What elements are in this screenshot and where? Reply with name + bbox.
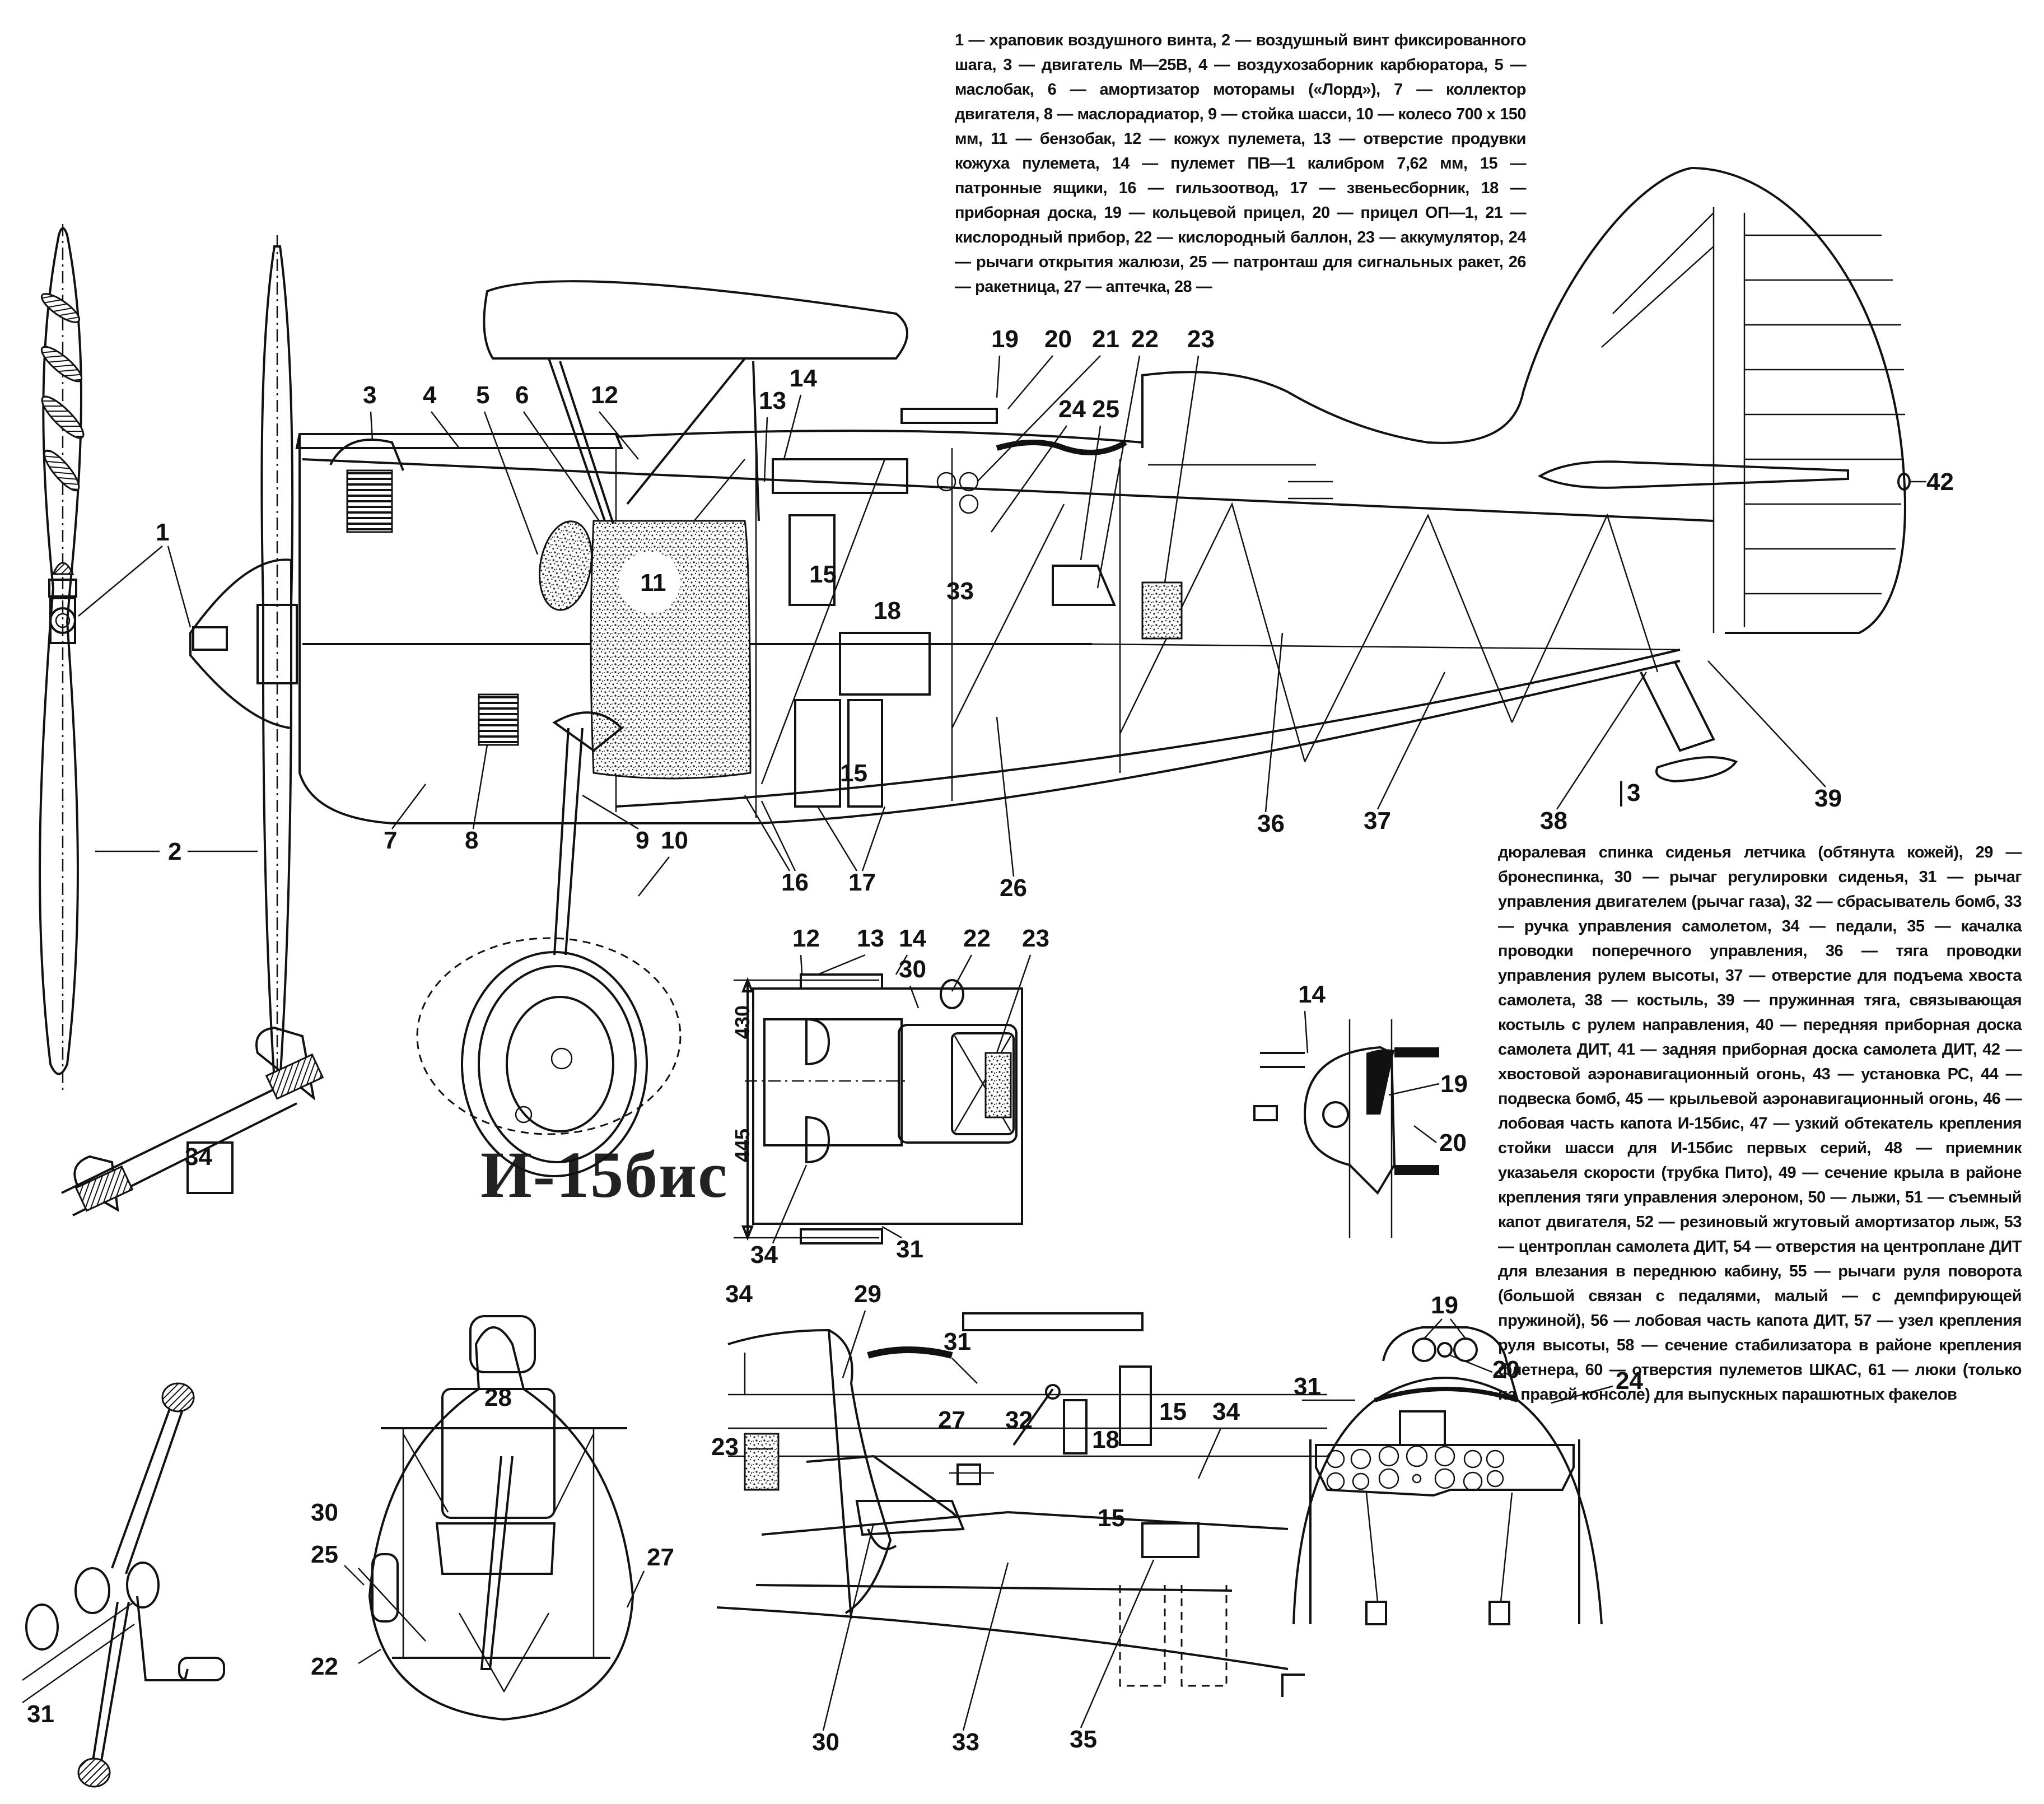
callout-11: 11: [640, 569, 666, 596]
seat-callout-30: 30: [311, 1499, 338, 1526]
throttle-callout-31: 31: [27, 1700, 54, 1728]
side-view-propeller: [189, 235, 298, 1098]
front-callout-20: 20: [1492, 1356, 1520, 1383]
callout-6: 6: [515, 381, 529, 409]
cockpit-callout-35: 35: [1070, 1726, 1097, 1753]
seat-callout-22: 22: [311, 1653, 338, 1680]
callout-2: 2: [168, 838, 181, 865]
callout-38: 38: [1540, 807, 1567, 835]
legend-parts-28-61: дюралевая спинка сиденья летчика (обтяну…: [1498, 843, 2022, 1404]
cockpit-callout-15b: 15: [1098, 1504, 1125, 1532]
cockpit-callout-32: 32: [1005, 1406, 1033, 1434]
cockpit-callout-27: 27: [938, 1406, 965, 1434]
plan-callout-13: 13: [857, 925, 884, 952]
propeller-front-view: [39, 224, 85, 1092]
callout-9: 9: [636, 827, 649, 854]
pedals-callout-34: 34: [185, 1143, 212, 1171]
callout-20: 20: [1044, 325, 1072, 353]
seat-callout-25: 25: [311, 1541, 338, 1568]
callout-1: 1: [156, 519, 169, 546]
callout-14: 14: [790, 365, 817, 392]
callout-16: 16: [781, 869, 809, 896]
cockpit-callout-23: 23: [711, 1433, 739, 1461]
cockpit-callout-15a: 15: [1159, 1398, 1187, 1425]
cockpit-callout-30: 30: [812, 1728, 839, 1756]
callout-42: 42: [1926, 468, 1954, 496]
callout-26: 26: [1000, 874, 1027, 902]
cockpit-side-view: 34 29 31 27 32 23 18 15 34 15 30 33 35: [711, 1280, 1327, 1756]
callout-17: 17: [848, 869, 876, 896]
side-view-callouts: 1 2 3 4 5 6 7 8 9 10 11 12 13 14 15 15 1…: [78, 325, 1954, 902]
seat-callout-28: 28: [484, 1384, 512, 1411]
callout-10: 10: [661, 827, 688, 854]
plan-callout-22: 22: [963, 925, 991, 952]
gun-section-view: 14 19 20: [1253, 981, 1468, 1238]
landing-gear: [416, 711, 682, 1177]
seat-rear-view: 28 30 25 27 22: [311, 1315, 674, 1721]
rudder-ribs: [1744, 234, 1905, 595]
callout-3: 3: [363, 381, 376, 409]
instrument-dials: [1326, 1445, 1505, 1491]
callout-21: 21: [1092, 325, 1119, 353]
callout-22: 22: [1131, 325, 1159, 353]
callout-23: 23: [1187, 325, 1215, 353]
section-callout-19: 19: [1440, 1070, 1468, 1098]
callout-36: 36: [1257, 810, 1285, 837]
pedals-assembly: 34: [61, 1026, 324, 1216]
front-callout-24: 24: [1616, 1367, 1643, 1395]
cockpit-callout-34: 34: [1212, 1398, 1240, 1425]
callout-8: 8: [465, 827, 478, 854]
section-callout-14: 14: [1298, 981, 1326, 1008]
front-callout-31: 31: [1294, 1373, 1321, 1400]
seat-callout-27: 27: [647, 1544, 674, 1571]
side-view-fuselage: [295, 167, 1911, 824]
section-callout-20: 20: [1439, 1129, 1467, 1157]
front-callout-19: 19: [1431, 1292, 1458, 1319]
callout-7: 7: [384, 827, 397, 854]
legend-parts-1-28: 1 — храповик воздушного винта, 2 — возду…: [955, 31, 1527, 296]
cockpit-plan-view: 430 445 12 13 14 22 23 30 34 31: [731, 925, 1049, 1269]
plan-callout-34: 34: [750, 1241, 778, 1269]
callout-5: 5: [476, 381, 489, 409]
callout-33: 33: [946, 577, 974, 605]
cockpit-callout-34-top: 34: [725, 1280, 753, 1308]
cockpit-callout-31: 31: [944, 1328, 971, 1355]
callout-39: 39: [1814, 785, 1842, 812]
cockpit-front-view: 19 20 31 24: [1292, 1292, 1643, 1625]
callout-15b: 15: [840, 759, 867, 787]
callout-18: 18: [874, 597, 901, 624]
throttle-lever-detail: 31: [22, 1382, 225, 1788]
callout-19: 19: [991, 325, 1019, 353]
page-marker: 3: [1627, 779, 1640, 807]
callout-4: 4: [423, 381, 437, 409]
dimension-445: 445: [731, 1129, 754, 1162]
callout-25: 25: [1092, 395, 1119, 423]
callout-37: 37: [1364, 807, 1391, 835]
plan-callout-30: 30: [899, 955, 926, 983]
cockpit-callout-33: 33: [952, 1728, 979, 1756]
plan-callout-23: 23: [1022, 925, 1049, 952]
plan-callout-31: 31: [896, 1236, 923, 1263]
cockpit-callout-18: 18: [1092, 1426, 1119, 1453]
cockpit-callout-29: 29: [854, 1280, 881, 1308]
callout-12: 12: [591, 381, 618, 409]
plan-callout-14: 14: [899, 925, 926, 952]
dimension-430: 430: [731, 1005, 754, 1039]
callout-15a: 15: [809, 561, 837, 588]
callout-13: 13: [759, 387, 786, 414]
callout-24: 24: [1058, 395, 1086, 423]
plan-callout-12: 12: [792, 925, 820, 952]
